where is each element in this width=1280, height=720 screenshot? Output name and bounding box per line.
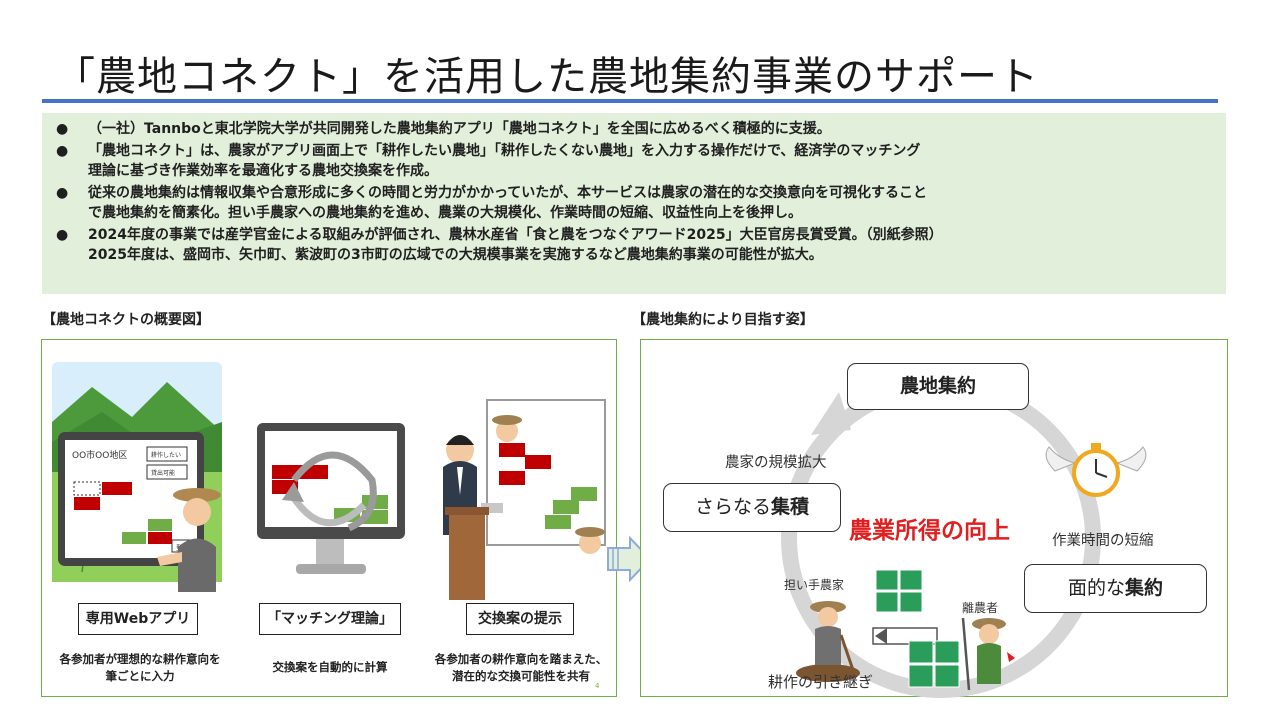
caption-line: 各参加者が理想的な耕作意向を [59,652,221,666]
step-title-matching: 「マッチング理論」 [259,603,401,635]
farmer-illustration [796,601,860,682]
goal-top-box: 農地集約 [847,363,1029,410]
summary-bullet: ● （一社）Tannboと東北学院大学が共同開発した農地集約アプリ「農地コネクト」… [56,119,1216,140]
goal-panel: 農地集約 さらなる集積 面的な集約 農業所得の向上 農家の規模拡大 作業時間の短… [640,339,1228,698]
give-button-label: 貸出可能 [151,469,175,477]
matching-illustration [257,423,405,574]
right-box-prefix: 面的な [1067,577,1125,599]
tablet-area-label: OO市OO地区 [72,449,127,461]
green-plots-upper [875,569,923,613]
label-time-reduction: 作業時間の短縮 [1052,533,1154,549]
want-button-label: 耕作したい [151,451,181,459]
label-handover: 耕作の引き継ぎ [768,673,874,691]
page-number: 4 [595,682,600,690]
step-title-webapp: 専用Webアプリ [78,603,198,635]
bullet-dot: ● [56,184,69,201]
step-title-proposal: 交換案の提示 [466,603,574,635]
goal-right-box: 面的な集約 [1024,564,1207,613]
bullet-dot: ● [56,142,69,159]
right-box-bold: 集約 [1125,577,1164,599]
bullet-line: 2025年度は、盛岡市、矢巾町、紫波町の3市町の広域での大規模事業を実施するなど… [88,247,823,263]
goal-section-label: 【農地集約により目指す姿】 [632,312,814,328]
presentation-illustration [443,399,606,600]
web-app-illustration: OO市OO地区 耕作したい 貸出可能 登録 [52,362,222,592]
title-underline [42,99,1218,103]
bullet-line: （一社）Tannboと東北学院大学が共同開発した農地集約アプリ「農地コネクト」を… [88,121,831,137]
overview-section-label: 【農地コネクトの概要図】 [42,312,210,328]
summary-bullet: ● 従来の農地集約は情報収集や合意形成に多くの時間と労力がかかっていたが、本サービ… [56,183,1216,224]
label-scale-up: 農家の規模拡大 [725,455,827,471]
goal-left-box: さらなる集積 [663,483,841,532]
bullet-line: 「農地コネクト」は、農家がアプリ画面上で「耕作したい農地」「耕作したくない農地」… [88,142,921,159]
caption-line: 各参加者の耕作意向を踏まえた、 [434,652,608,666]
summary-box: ● （一社）Tannboと東北学院大学が共同開発した農地集約アプリ「農地コネクト」… [42,113,1226,294]
label-lead-farmer: 担い手農家 [784,578,845,592]
goal-center-text: 農業所得の向上 [849,518,1010,544]
summary-bullets: ● （一社）Tannboと東北学院大学が共同開発した農地集約アプリ「農地コネクト」… [56,119,1216,266]
caption-line: 潜在的な交換可能性を共有 [452,669,590,683]
summary-bullet: ● 「農地コネクト」は、農家がアプリ画面上で「耕作したい農地」「耕作したくない農地… [56,141,1216,182]
bullet-line: 2024年度の事業では産学官金による取組みが評価され、農林水産省「食と農をつなぐ… [88,226,943,243]
bullet-line: で農地集約を簡素化。担い手農家への農地集約を進め、農業の大規模化、作業時間の短縮… [88,205,802,221]
retiring-farmer-illustration [961,617,1015,691]
left-box-prefix: さらなる [694,496,771,518]
stopwatch-icon [1045,443,1147,497]
step-caption-proposal: 各参加者の耕作意向を踏まえた、 潜在的な交換可能性を共有 [426,651,616,685]
bullet-dot: ● [56,121,69,137]
left-box-bold: 集積 [771,496,810,518]
bullet-line: 従来の農地集約は情報収集や合意形成に多くの時間と労力がかかっていたが、本サービス… [88,184,928,201]
step-caption-webapp: 各参加者が理想的な耕作意向を 筆ごとに入力 [50,651,230,685]
caption-line: 交換案を自動的に計算 [272,660,388,674]
green-plots-lower [908,640,960,688]
bullet-line: 理論に基づき作業効率を最適化する農地交換案を作成。 [88,163,438,179]
caption-line: 筆ごとに入力 [105,669,175,683]
label-retiring-farmer: 離農者 [962,601,999,615]
overview-panel: OO市OO地区 耕作したい 貸出可能 登録 [41,339,617,697]
bullet-dot: ● [56,226,69,243]
page-title: 「農地コネクト」を活用した農地集約事業のサポート [55,54,1039,100]
step-caption-matching: 交換案を自動的に計算 [240,659,420,676]
summary-bullet: ● 2024年度の事業では産学官金による取組みが評価され、農林水産省「食と農をつな… [56,225,1216,266]
